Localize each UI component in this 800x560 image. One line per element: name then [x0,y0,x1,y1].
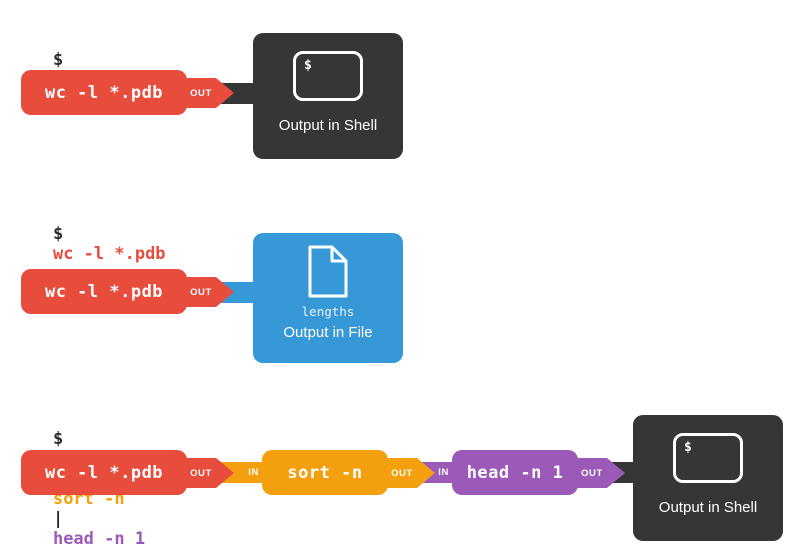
out-port-label: OUT [581,467,603,479]
cmd-node-head: head -n 1 [452,450,578,495]
cmd-node-wc-1: wc -l *.pdb [21,70,187,115]
file-icon [308,245,348,298]
shell-output-label: Output in Shell [278,117,378,134]
shell-output-node-2: $ Output in Shell [633,415,783,541]
cmd-node-sort: sort -n [262,450,388,495]
file-output-node: lengths Output in File [253,233,403,363]
cmd-label: wc -l *.pdb [44,462,164,483]
out-port-5: OUT [577,458,607,488]
shell-output-node-1: $ Output in Shell [253,33,403,159]
prompt-dollar: $ [52,224,64,244]
out-port-2: OUT [186,277,216,307]
out-port-label: OUT [190,286,212,298]
cmd-label: wc -l *.pdb [44,82,164,103]
cmd-label: head -n 1 [466,462,564,483]
terminal-icon: $ [293,51,363,101]
prompt-dollar: $ [52,429,64,449]
prompt-dollar: $ [52,50,64,70]
terminal-prompt: $ [304,58,312,73]
flow-arrow-icon [216,78,234,108]
cmd-node-wc-2: wc -l *.pdb [21,269,187,314]
out-port-label: OUT [391,467,413,479]
terminal-prompt: $ [684,440,692,455]
flow-arrow-icon [607,458,625,488]
file-name: lengths [301,304,355,319]
flow-arrow-icon [417,458,435,488]
in-port-label: IN [438,467,449,478]
out-port-label: OUT [190,87,212,99]
prompt-command-head: head -n 1 [52,529,146,549]
cmd-label: sort -n [287,462,363,483]
pipe-operator: | [52,509,64,529]
file-output-label: Output in File [283,324,373,341]
out-port-1: OUT [186,78,216,108]
out-port-label: OUT [190,467,212,479]
out-port-4: OUT [387,458,417,488]
out-port-3: OUT [186,458,216,488]
flow-arrow-icon [216,458,234,488]
flow-arrow-icon [216,277,234,307]
in-port-label: IN [248,467,259,478]
terminal-icon: $ [673,433,743,483]
cmd-label: wc -l *.pdb [44,281,164,302]
shell-output-label: Output in Shell [658,499,758,516]
prompt-command-wc: wc -l *.pdb [52,244,166,264]
cmd-node-wc-3: wc -l *.pdb [21,450,187,495]
